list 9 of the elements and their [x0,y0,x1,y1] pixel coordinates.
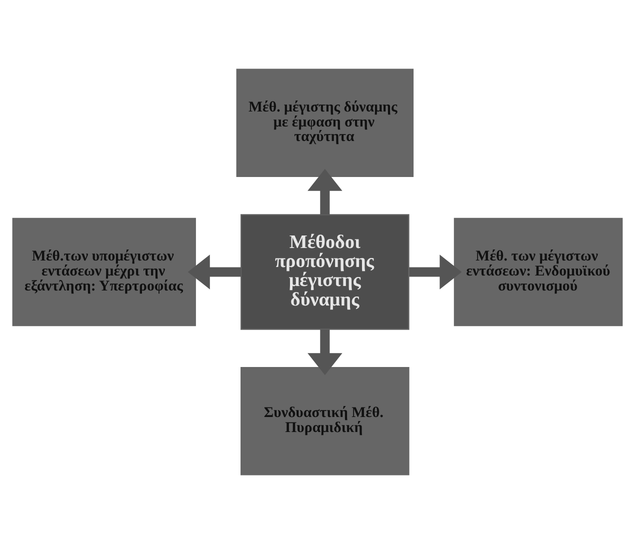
node-box: Μέθοδοι προπόνησης μέγιστης δύναμης [240,214,410,330]
arrow [409,254,462,290]
arrow [308,329,342,376]
arrow [188,254,242,290]
node-box: Μέθ. των μέγιστων εντάσεων: Ενδομυϊκού συντονισμού [454,218,623,326]
arrow [308,168,342,215]
node-box: Μέθ. μέγιστης δύναμης με έμφαση στην ταχύτητα [236,68,414,177]
node-box: Συνδυαστική Μέθ. Πυραμιδική [240,367,410,476]
node-box: Μέθ.των υπομέγιστων εντάσεων μέχρι την εξάντληση: Υπερτροφίας [12,218,196,326]
